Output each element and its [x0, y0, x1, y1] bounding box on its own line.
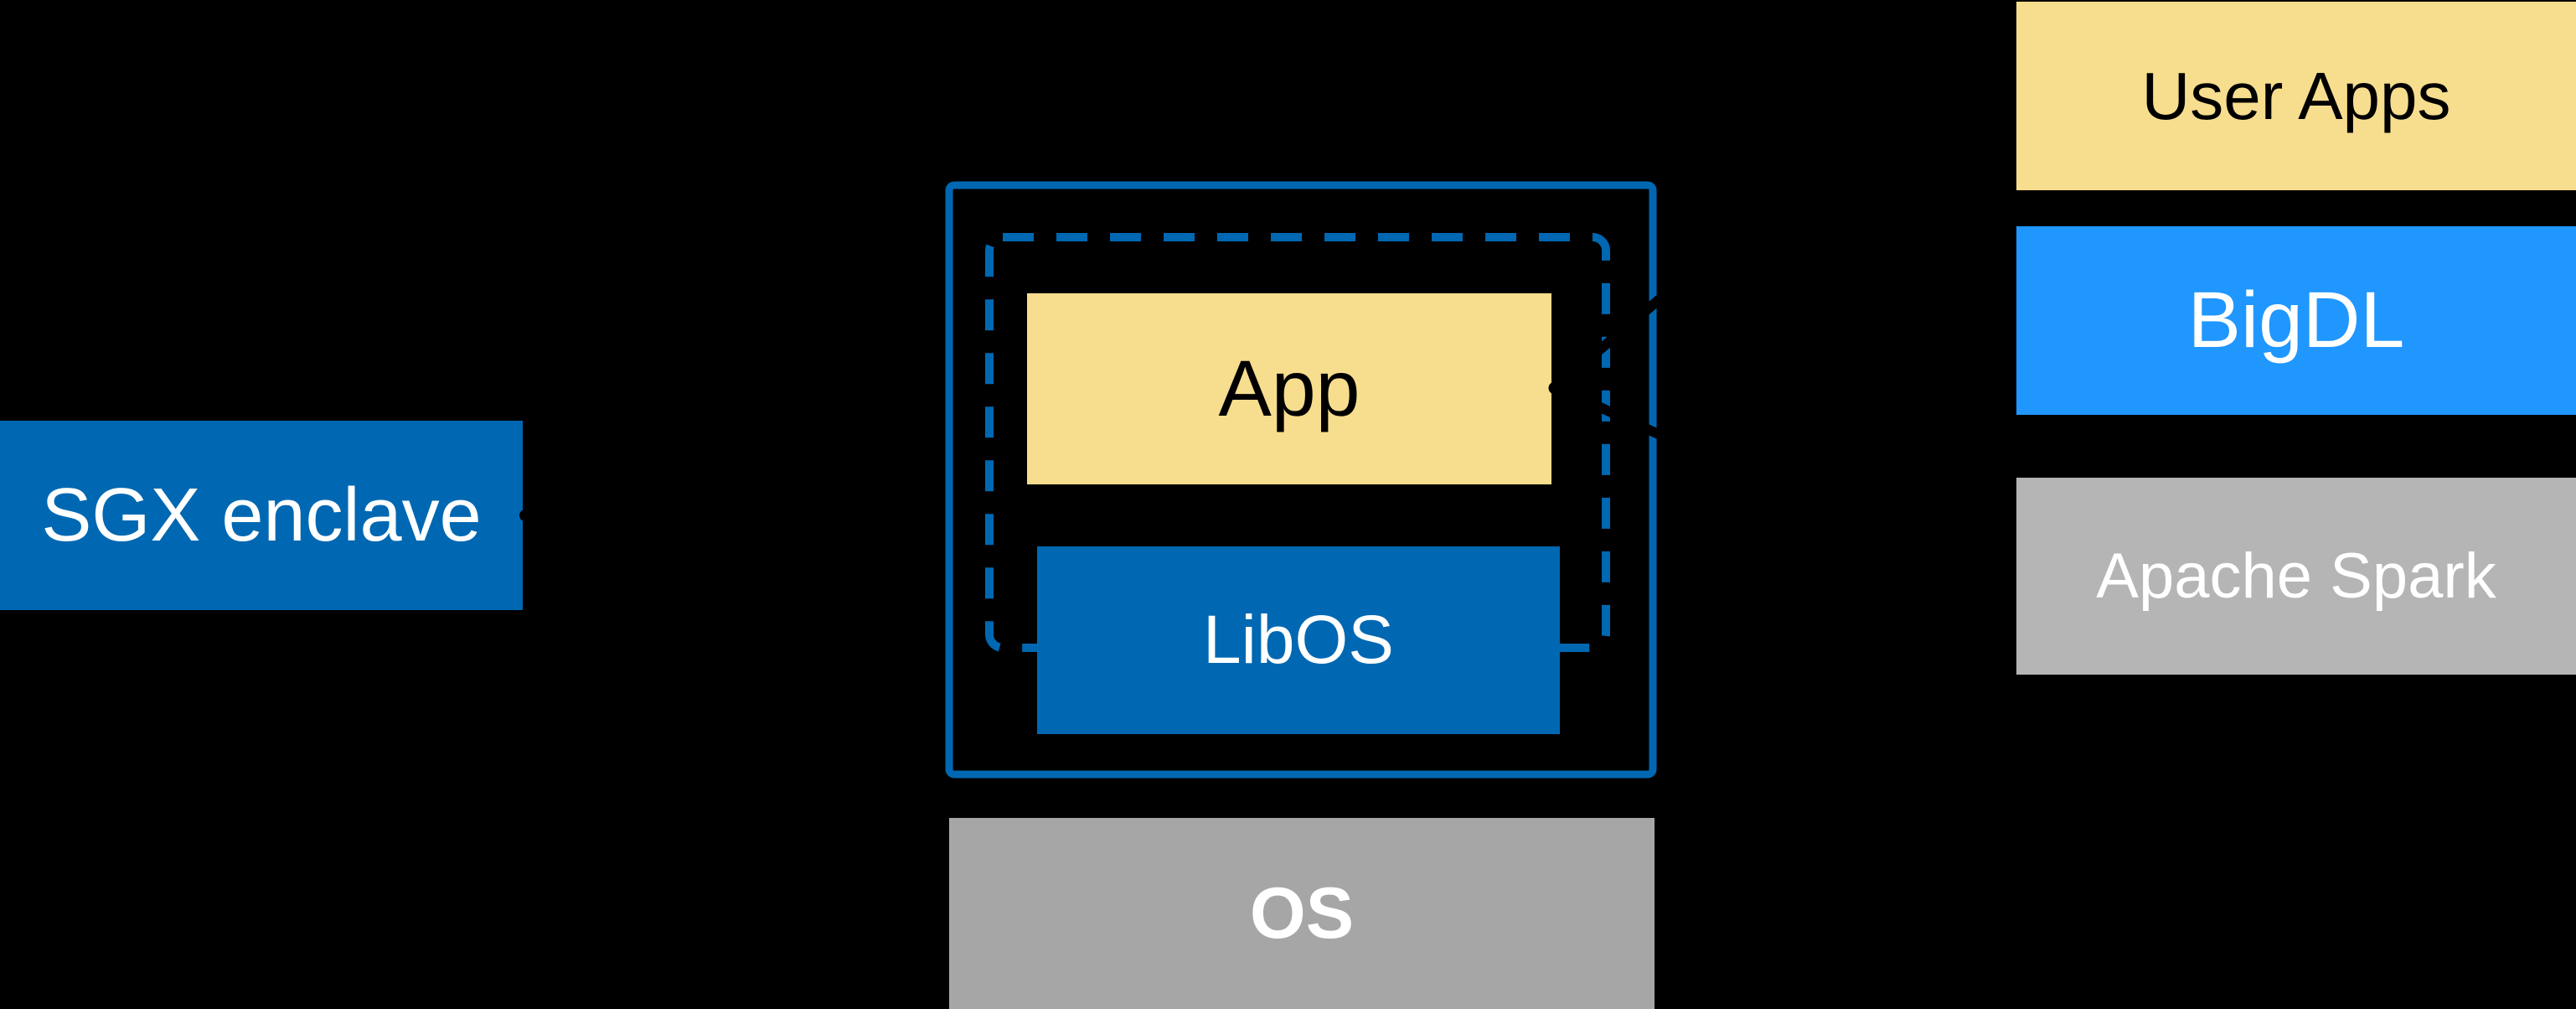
os-box: OS — [949, 818, 1655, 1009]
sgx-enclave-label-box: SGX enclave — [0, 421, 523, 610]
app-label: App — [1218, 344, 1360, 433]
enclave-outer-border — [945, 181, 1657, 779]
user-apps-label: User Apps — [2141, 58, 2451, 133]
libos-label: LibOS — [1203, 602, 1394, 678]
stack-to-app-arrow — [1551, 87, 1909, 391]
bigdl-box: BigDL — [2016, 226, 2576, 415]
stack-to-enclave-lower-arrow — [1581, 396, 1999, 592]
libos-box: LibOS — [1037, 546, 1560, 734]
apache-spark-label: Apache Spark — [2096, 541, 2496, 612]
app-box: App — [1027, 293, 1551, 484]
stack-to-app-arrowhead-dot — [1548, 381, 1562, 395]
os-label: OS — [1249, 872, 1355, 954]
user-apps-box: User Apps — [2016, 2, 2576, 190]
bigdl-label: BigDL — [2187, 276, 2405, 365]
sgx-enclave-label: SGX enclave — [41, 473, 482, 557]
apache-spark-box: Apache Spark — [2016, 478, 2576, 675]
